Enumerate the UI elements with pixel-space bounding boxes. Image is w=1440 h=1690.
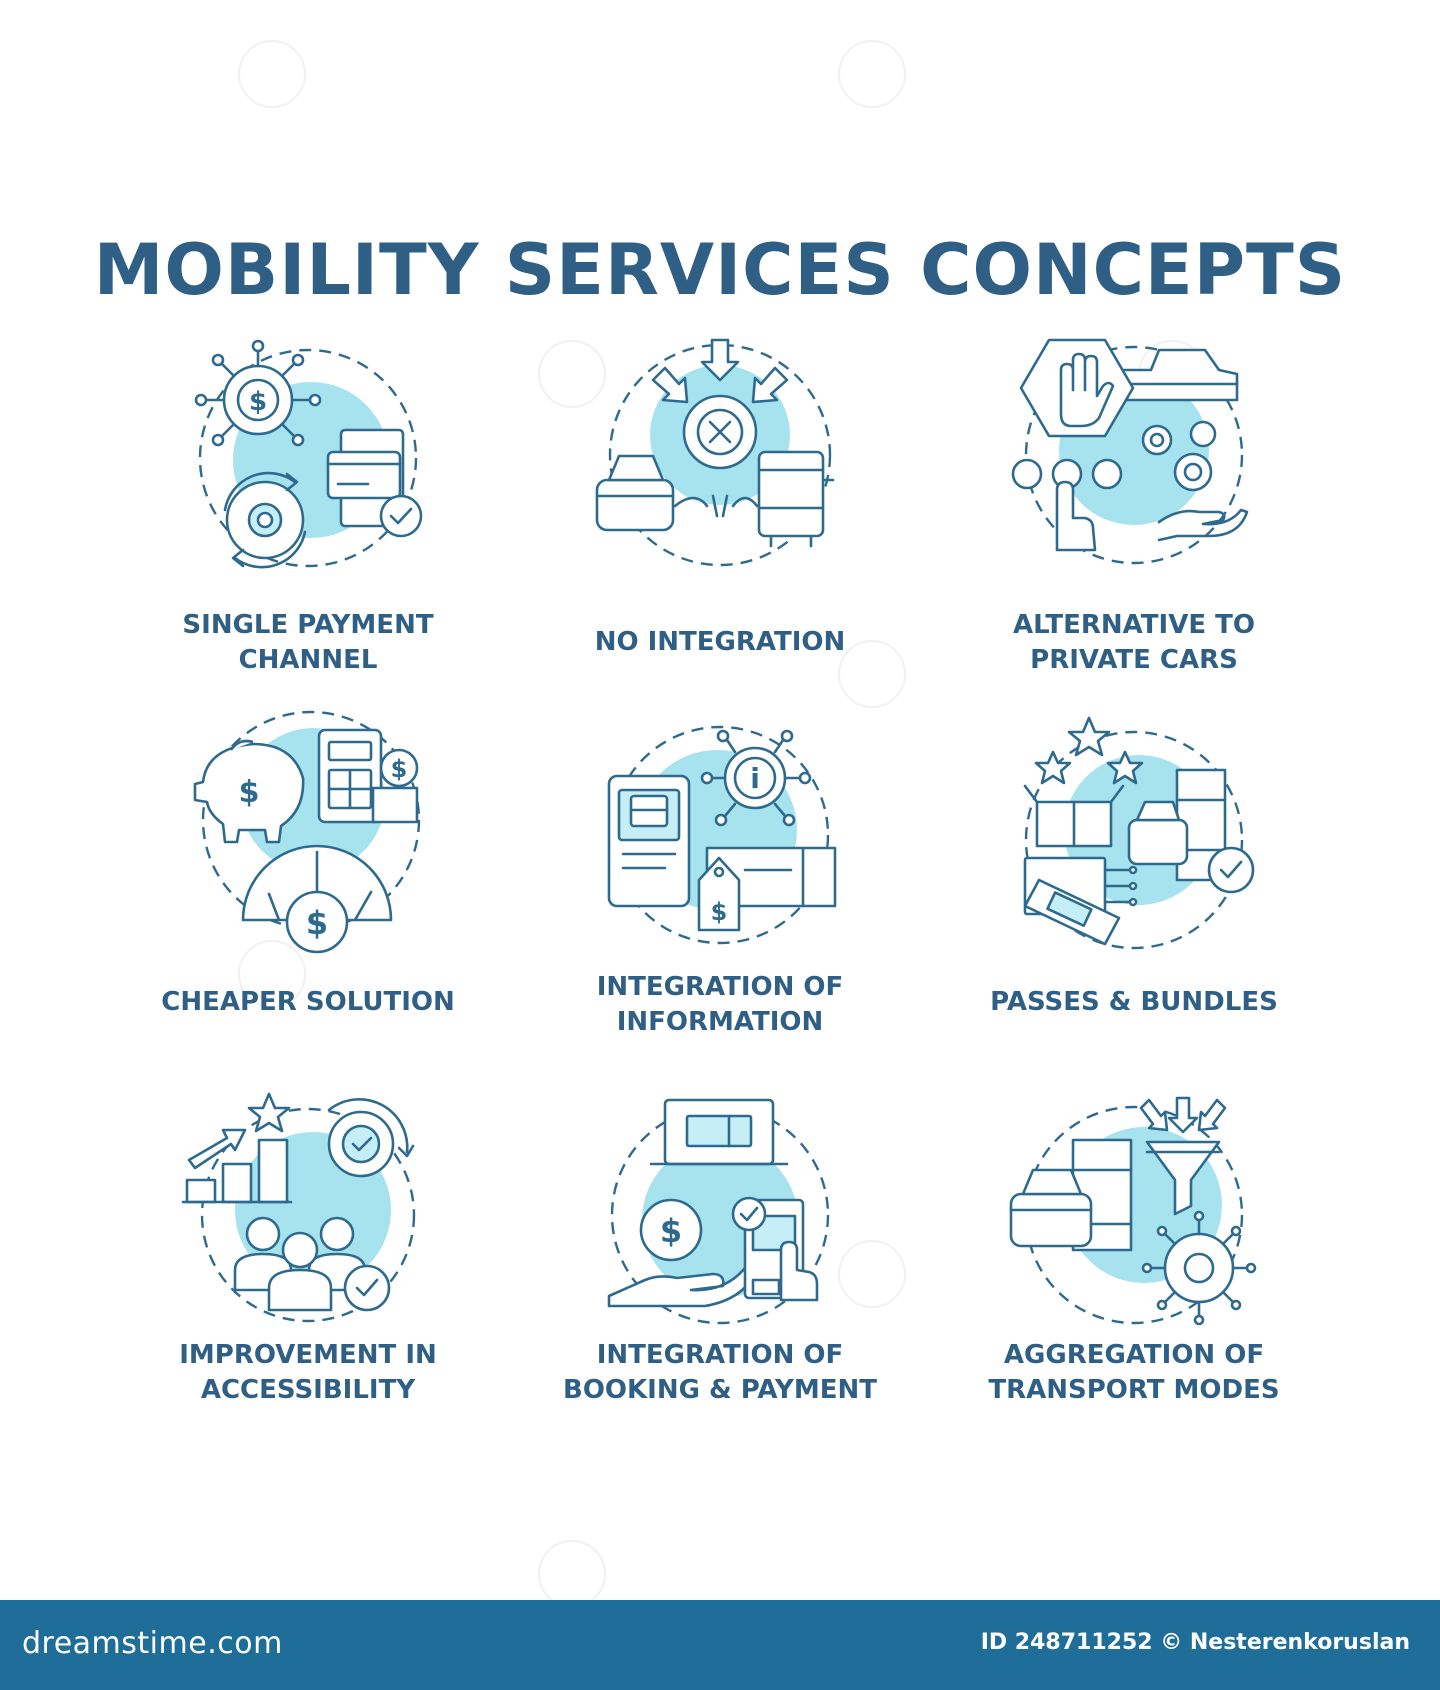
concept-passes-and-bundles: PASSES & BUNDLES <box>934 716 1334 1090</box>
integration-of-booking-and-payment-icon: $ <box>607 1098 830 1325</box>
passes-and-bundles-icon <box>1023 716 1255 950</box>
integration-of-information-icon: i $ <box>607 725 837 945</box>
svg-text:$: $ <box>306 904 328 942</box>
improvement-in-accessibility-icon <box>181 1092 416 1323</box>
svg-text:i: i <box>750 762 760 795</box>
dreamstime-logo[interactable]: dreamstime.com <box>22 1626 283 1661</box>
image-id-credit: ID 248711252 © Nesterenkoruslan <box>980 1630 1410 1655</box>
alternative-to-private-cars-icon <box>1011 338 1249 565</box>
cheaper-solution-icon: $ $ $ <box>193 710 421 954</box>
svg-text:$: $ <box>249 387 267 417</box>
watermark-icon <box>238 40 306 108</box>
svg-text:$: $ <box>711 898 728 926</box>
svg-text:$: $ <box>239 775 260 810</box>
concept-no-integration: NO INTEGRATION <box>520 338 920 700</box>
watermark-icon <box>838 640 906 708</box>
concept-label: IMPROVEMENT IN ACCESSIBILITY <box>179 1340 437 1405</box>
concept-alternative-to-private-cars: ALTERNATIVE TO PRIVATE CARS <box>934 338 1334 700</box>
watermark-icon <box>238 940 306 1008</box>
concept-single-payment-channel: $ SINGLE PAYMENT CHANNEL <box>108 339 508 700</box>
svg-text:$: $ <box>391 755 408 783</box>
concept-cheaper-solution: $ $ $ CHEAPER SOLUTION <box>108 710 508 1090</box>
concept-aggregation-of-transport-modes: AGGREGATION OF TRANSPORT MODES <box>934 1096 1334 1460</box>
watermark-icon <box>538 340 606 408</box>
concept-label: PASSES & BUNDLES <box>990 987 1278 1017</box>
concept-label: ALTERNATIVE TO PRIVATE CARS <box>1013 610 1255 675</box>
page-title: MOBILITY SERVICES CONCEPTS <box>93 228 1347 311</box>
concept-label: SINGLE PAYMENT CHANNEL <box>182 610 434 675</box>
concept-improvement-in-accessibility: IMPROVEMENT IN ACCESSIBILITY <box>108 1092 508 1460</box>
watermark-icon <box>538 1540 606 1608</box>
watermark-icon <box>838 40 906 108</box>
watermark-icon <box>838 1240 906 1308</box>
footer-bar: dreamstime.com ID 248711252 © Nesterenko… <box>0 1600 1440 1690</box>
concept-integration-of-booking-and-payment: $ INTEGRATION OF BOOKING & PAYMENT <box>520 1098 920 1460</box>
svg-text:$: $ <box>660 1212 682 1250</box>
concept-label: CHEAPER SOLUTION <box>161 987 455 1017</box>
concept-label: INTEGRATION OF INFORMATION <box>596 972 844 1037</box>
no-integration-icon <box>595 338 835 567</box>
concept-label: NO INTEGRATION <box>594 627 846 657</box>
concept-integration-of-information: i $ INTEGRATION OF INFORMATION <box>520 725 920 1090</box>
concept-label: AGGREGATION OF TRANSPORT MODES <box>988 1340 1280 1405</box>
single-payment-channel-icon: $ <box>194 339 423 569</box>
concept-label: INTEGRATION OF BOOKING & PAYMENT <box>563 1340 877 1405</box>
aggregation-of-transport-modes-icon <box>1009 1096 1257 1326</box>
